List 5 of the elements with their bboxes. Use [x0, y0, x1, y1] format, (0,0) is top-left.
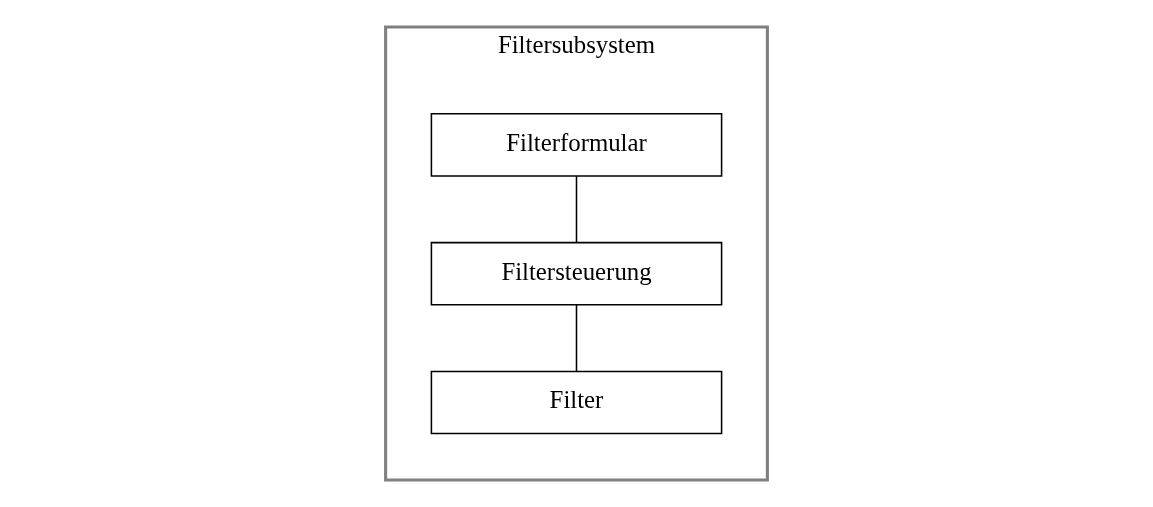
node-box: Filter	[430, 370, 723, 435]
connector	[575, 175, 578, 244]
node-box: Filtersteuerung	[430, 241, 723, 306]
connector	[575, 304, 578, 373]
node-box: Filterformular	[430, 113, 723, 177]
